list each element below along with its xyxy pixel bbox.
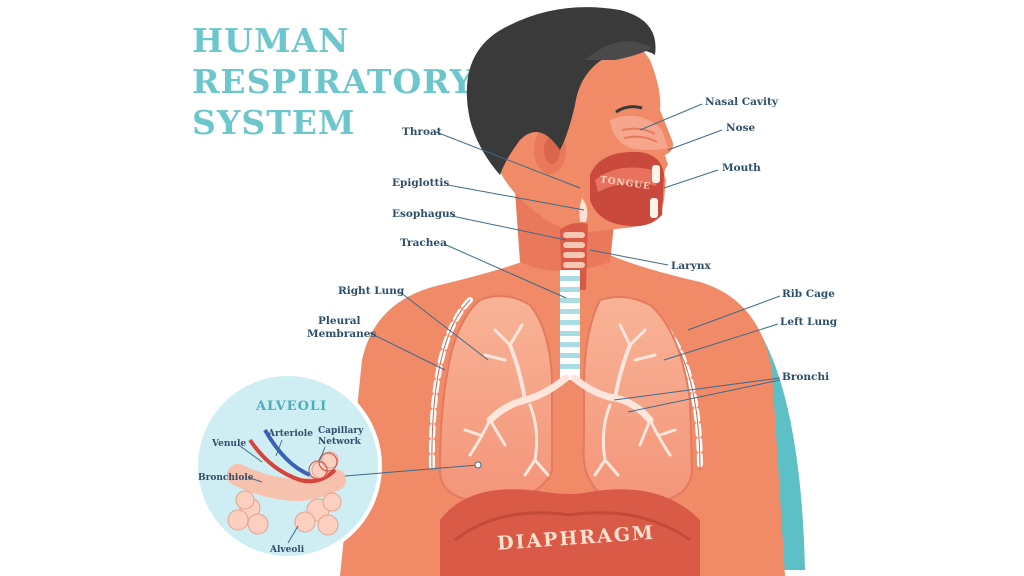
label-nose: Nose — [726, 122, 756, 134]
trachea — [560, 270, 580, 380]
label-arteriole: Arteriole — [267, 429, 313, 439]
inset-connector — [344, 464, 479, 477]
eyebrow — [615, 105, 643, 114]
label-pleural-2: Membranes — [307, 328, 376, 340]
label-trachea: Trachea — [400, 237, 447, 249]
label-right-lung: Right Lung — [338, 285, 405, 297]
larynx — [563, 232, 585, 268]
label-esophagus: Esophagus — [392, 208, 456, 220]
inset-connector-dot — [474, 461, 482, 469]
labels: Nasal Cavity Nose Mouth Throat Epiglotti… — [307, 96, 838, 383]
leader-lines — [369, 103, 781, 413]
label-capillary-2: Network — [318, 437, 362, 447]
label-mouth: Mouth — [722, 162, 761, 174]
title-line-3: SYSTEM — [192, 103, 355, 142]
lower-teeth — [650, 198, 658, 218]
label-bronchi: Bronchi — [782, 371, 829, 383]
tongue — [595, 167, 660, 192]
alveoli-inset: ALVEOLI Venule Arteriole Capillary Netwo… — [194, 372, 382, 560]
label-pleural-1: Pleural — [318, 315, 361, 327]
label-larynx: Larynx — [671, 260, 711, 272]
label-nasal-cavity: Nasal Cavity — [705, 96, 779, 108]
bronchi — [463, 323, 677, 477]
label-bronchiole: Bronchiole — [198, 473, 254, 483]
diaphragm — [440, 489, 700, 576]
hair-highlight — [585, 41, 652, 60]
label-venule: Venule — [211, 439, 246, 449]
title-line-1: HUMAN — [192, 21, 349, 60]
label-alveoli: Alveoli — [269, 545, 305, 555]
diagram-title: HUMAN RESPIRATORY SYSTEM — [192, 21, 474, 142]
title-line-2: RESPIRATORY — [192, 62, 474, 101]
label-throat: Throat — [402, 126, 442, 138]
label-capillary-1: Capillary — [318, 426, 364, 436]
label-left-lung: Left Lung — [780, 316, 838, 328]
alveoli-title: ALVEOLI — [255, 399, 327, 414]
label-rib-cage: Rib Cage — [782, 288, 835, 300]
upper-teeth — [652, 165, 660, 183]
label-epiglottis: Epiglottis — [392, 177, 449, 189]
